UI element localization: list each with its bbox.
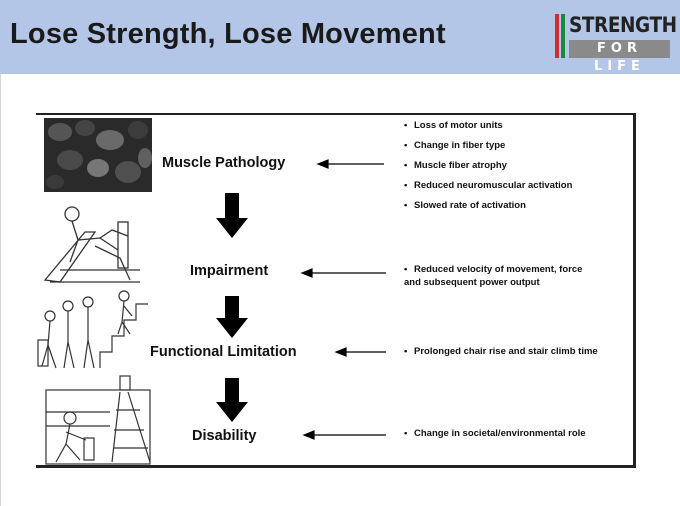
- down-arrow-2: [216, 296, 248, 338]
- down-arrow-1: [216, 193, 248, 238]
- logo-green-stripe: [561, 14, 565, 58]
- disability-figure-image: [45, 375, 151, 465]
- disability-bullet: •Change in societal/environmental role: [404, 428, 586, 439]
- slide-title: Lose Strength, Lose Movement: [10, 18, 446, 50]
- stage-disability: Disability: [192, 428, 257, 444]
- chair-rise-stairs-figure-image: [37, 290, 148, 369]
- stage-functional-limitation: Functional Limitation: [150, 344, 297, 360]
- impairment-bullet: •Reduced velocity of movement, force: [404, 264, 583, 275]
- muscle-micrograph-image: [44, 118, 152, 192]
- slide-edge: [0, 74, 1, 506]
- pathology-bullet: •Reduced neuromuscular activation: [404, 180, 573, 191]
- flow-arrows: [216, 193, 248, 422]
- pathology-bullet: •Slowed rate of activation: [404, 200, 526, 211]
- pathology-bullet: •Loss of motor units: [404, 120, 503, 131]
- stage-impairment: Impairment: [190, 263, 269, 279]
- slide-header: Lose Strength, Lose Movement STRENGTH FO…: [0, 0, 680, 74]
- left-arrows: [300, 159, 386, 440]
- impairment-bullet-continuation: and subsequent power output: [404, 277, 540, 288]
- limitation-bullet: •Prolonged chair rise and stair climb ti…: [404, 346, 598, 357]
- down-arrow-3: [216, 378, 248, 422]
- pathology-bullet: •Muscle fiber atrophy: [404, 160, 507, 171]
- strength-for-life-logo: STRENGTH FOR LIFE: [553, 12, 677, 74]
- pathology-bullet: •Change in fiber type: [404, 140, 506, 151]
- logo-line-1: STRENGTH: [569, 13, 677, 37]
- leg-press-figure-image: [43, 206, 140, 283]
- logo-red-stripe: [555, 14, 559, 58]
- logo-line-2: FOR LIFE: [569, 40, 670, 74]
- stage-muscle-pathology: Muscle Pathology: [162, 155, 286, 171]
